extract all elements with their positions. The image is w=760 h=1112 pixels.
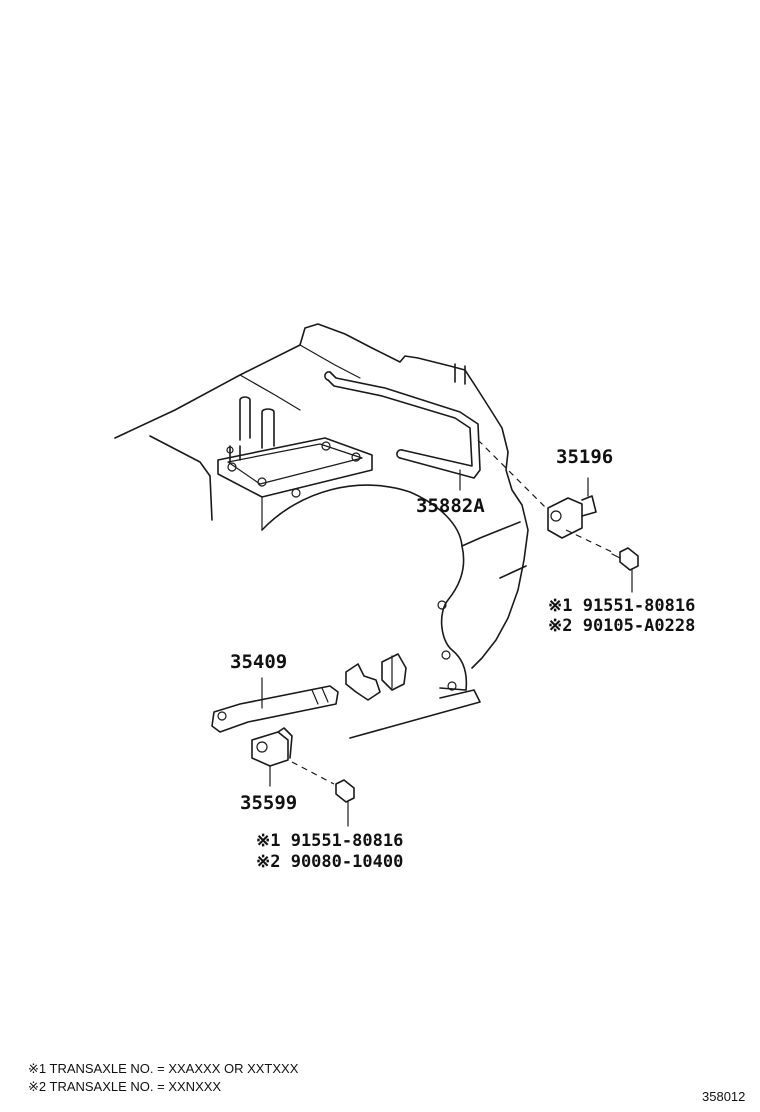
bolt-lower-line1: ※1 91551-80816 (256, 831, 403, 851)
label-35882A: 35882A (416, 495, 485, 517)
bolt-lower (335, 779, 355, 827)
bracket-35196 (547, 477, 597, 539)
label-35599: 35599 (240, 792, 297, 814)
guide-line-bolt-lower (291, 761, 335, 785)
footnote-2: ※2 TRANSAXLE NO. = XXNXXX (28, 1079, 221, 1094)
bolt-upper-line2: ※2 90105-A0228 (548, 616, 695, 636)
guide-line-upper (477, 439, 549, 511)
label-35409: 35409 (230, 651, 287, 673)
bolt-upper-line1: ※1 91551-80816 (548, 596, 695, 616)
bolt-upper (611, 547, 639, 593)
footnote-1: ※1 TRANSAXLE NO. = XXAXXX OR XXTXXX (28, 1061, 299, 1076)
shift-lever-35409 (211, 653, 407, 733)
label-35196: 35196 (556, 446, 613, 468)
bracket-35599 (251, 727, 293, 787)
diagram-id: 358012 (702, 1089, 745, 1104)
bolt-lower-line2: ※2 90080-10400 (256, 852, 403, 872)
guide-line-bolt-upper (565, 529, 613, 553)
breather-tube (324, 371, 481, 491)
transaxle-housing (114, 323, 529, 739)
